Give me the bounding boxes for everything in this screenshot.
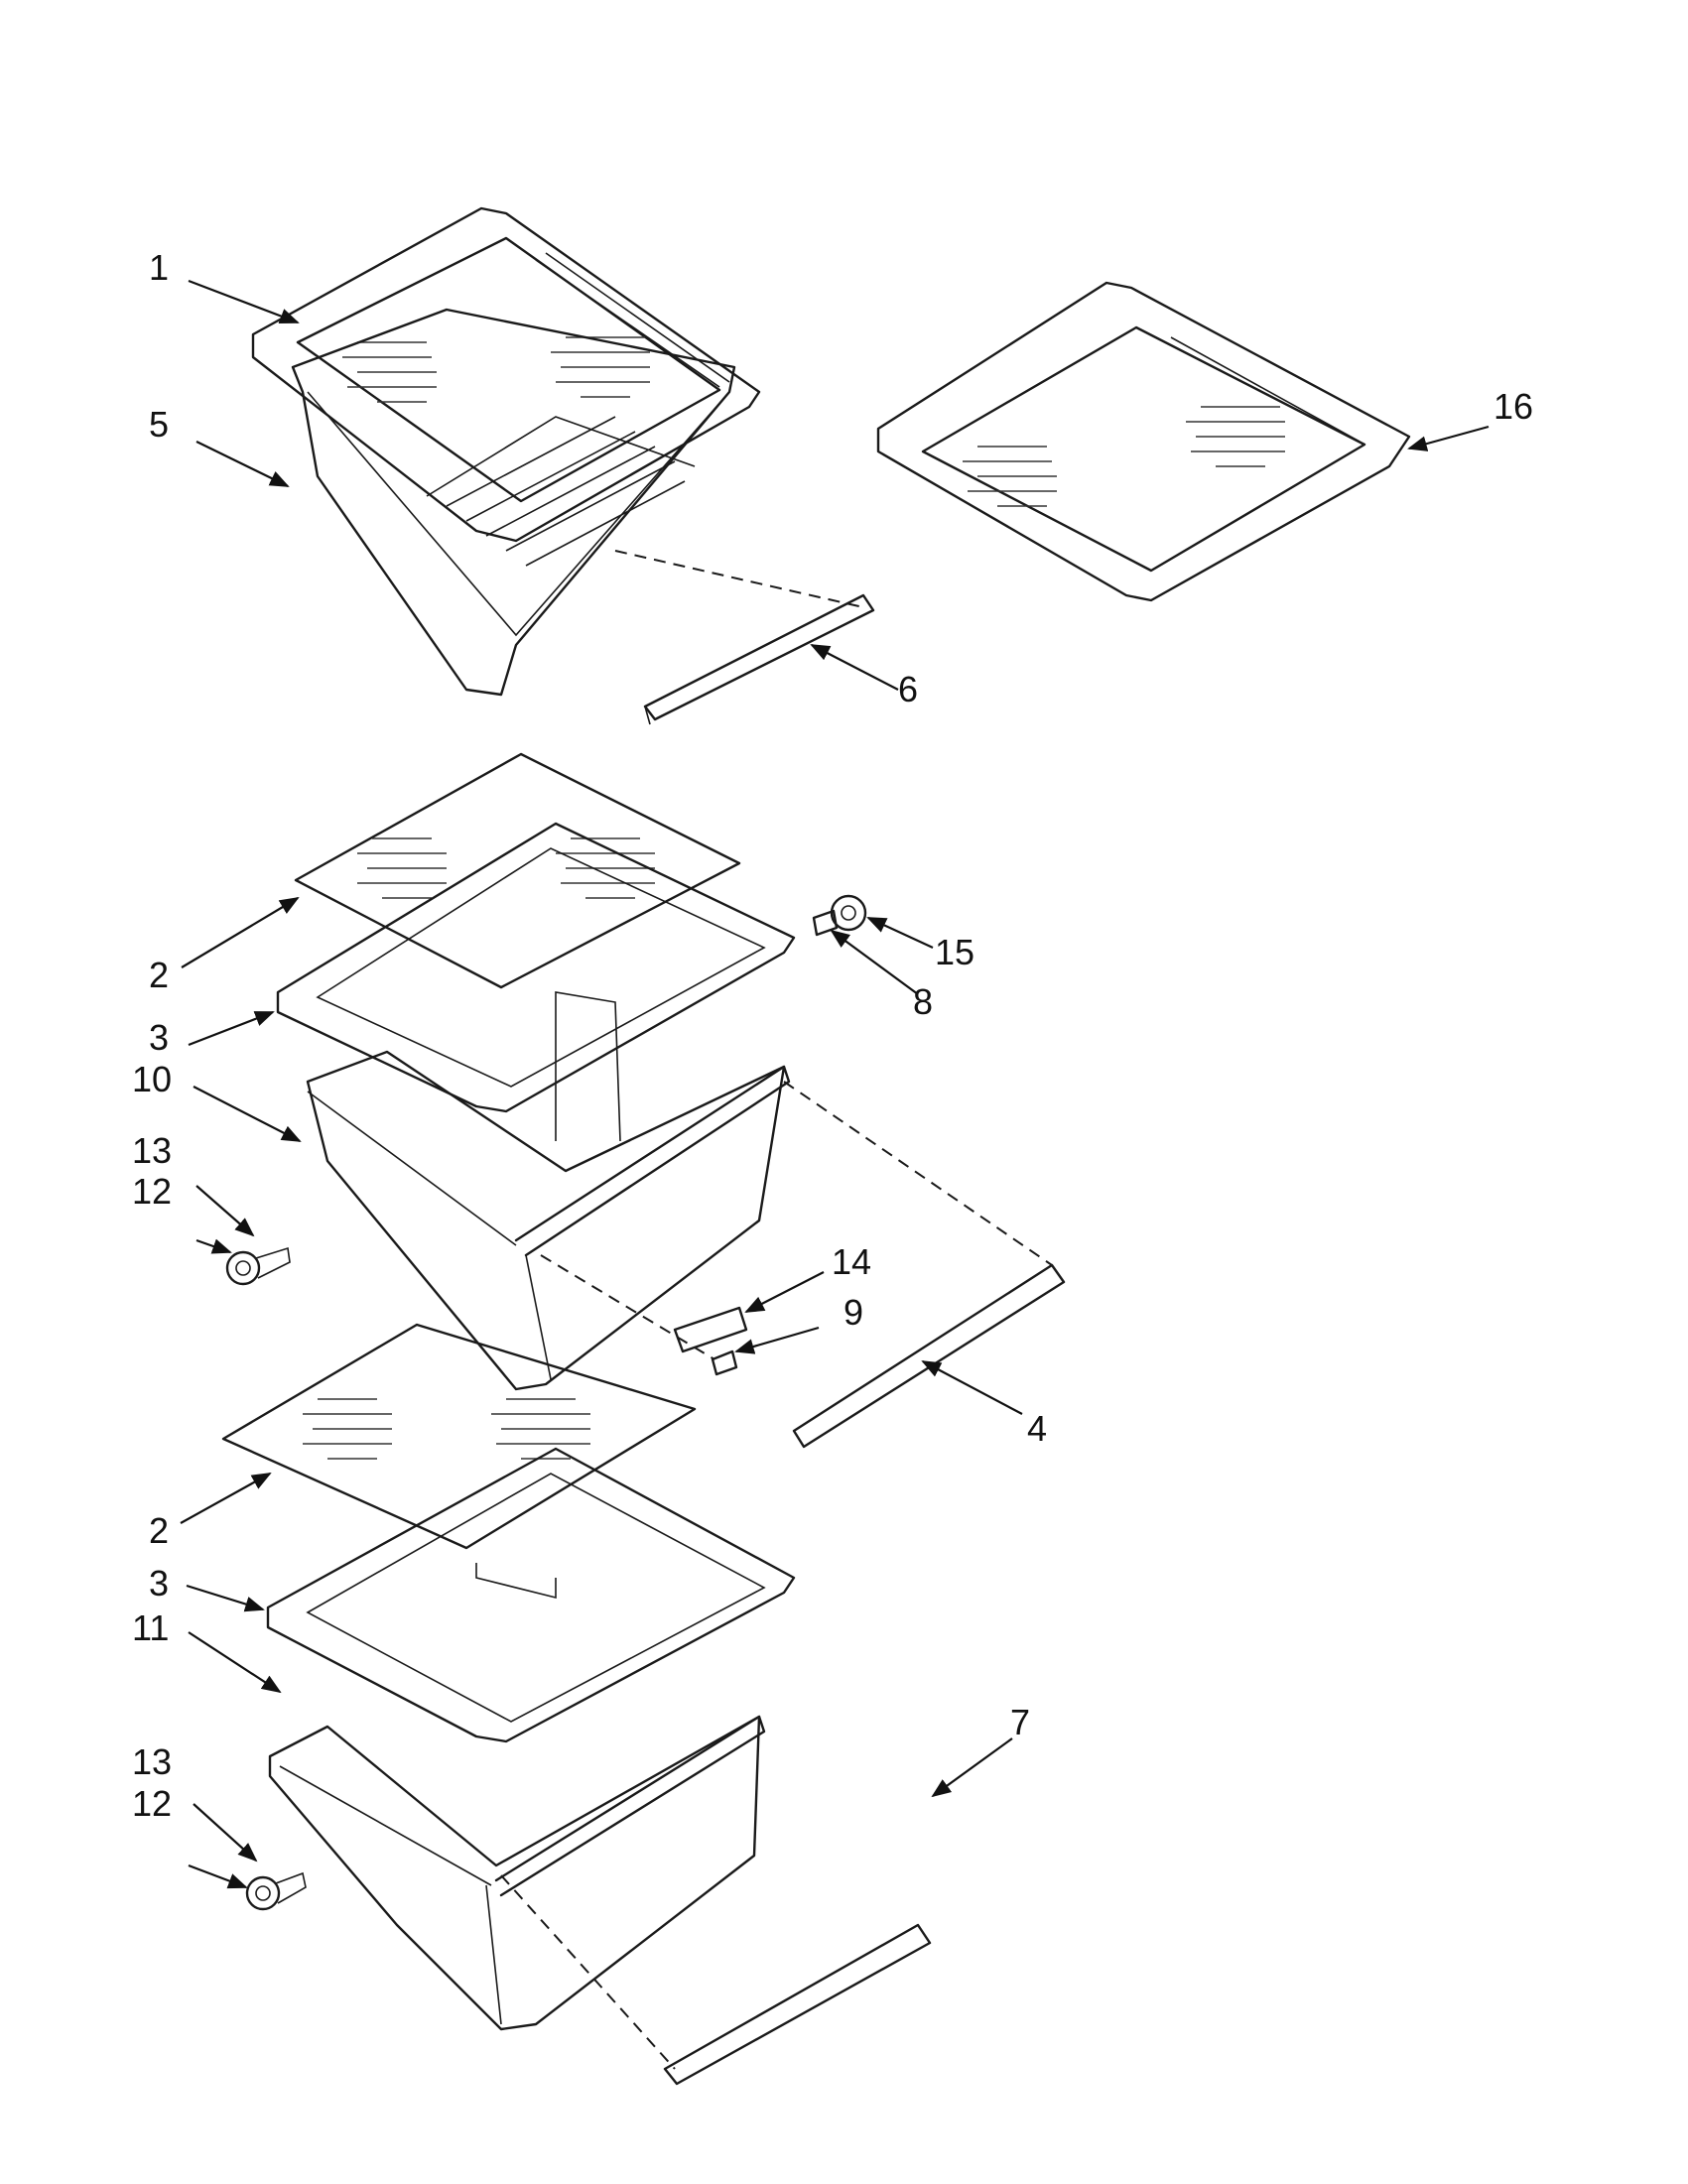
drawer-part-11 bbox=[268, 1563, 766, 2031]
callout-16: 16 bbox=[1493, 386, 1533, 427]
leader-2b bbox=[180, 1473, 272, 1524]
clip-part-9 bbox=[540, 1254, 738, 1376]
callout-4: 4 bbox=[1027, 1408, 1047, 1449]
leader-arrows bbox=[180, 279, 1490, 1889]
leader-8 bbox=[830, 929, 919, 995]
leader-6 bbox=[810, 644, 899, 691]
leader-11 bbox=[188, 1631, 282, 1694]
leader-3b bbox=[186, 1584, 265, 1612]
crisper-frame-part-3-upper bbox=[276, 822, 796, 1113]
drawer-part-10 bbox=[306, 991, 791, 1391]
callout-13-lower: 13 bbox=[132, 1741, 172, 1782]
callout-labels: 1 5 6 16 2 3 10 13 12 15 8 14 9 4 2 3 11… bbox=[132, 247, 1533, 1824]
leader-2a bbox=[181, 896, 300, 968]
leader-10 bbox=[193, 1086, 302, 1142]
crisper-pan-part-5 bbox=[291, 308, 736, 697]
callout-3-lower: 3 bbox=[149, 1563, 169, 1604]
trim-part-6 bbox=[614, 550, 875, 725]
callout-12-lower: 12 bbox=[132, 1783, 172, 1824]
callout-15: 15 bbox=[935, 932, 974, 972]
leader-14 bbox=[744, 1271, 825, 1313]
leader-4 bbox=[921, 1360, 1023, 1415]
callout-6: 6 bbox=[898, 669, 918, 709]
leader-9 bbox=[734, 1326, 820, 1354]
leader-1 bbox=[188, 279, 300, 324]
callout-7: 7 bbox=[1010, 1702, 1030, 1742]
glass-panel-part-2-upper bbox=[294, 752, 741, 989]
leader-5 bbox=[195, 441, 290, 487]
bracket-part-14 bbox=[673, 1306, 748, 1353]
roller-part-12-lower bbox=[245, 1871, 307, 1911]
callout-13-upper: 13 bbox=[132, 1130, 172, 1171]
callout-12-upper: 12 bbox=[132, 1171, 172, 1212]
callout-2-lower: 2 bbox=[149, 1510, 169, 1551]
leader-16 bbox=[1407, 425, 1490, 451]
leader-13b bbox=[193, 1803, 258, 1863]
screw-part-8 bbox=[812, 909, 839, 937]
callout-1: 1 bbox=[149, 247, 169, 288]
leader-3a bbox=[188, 1010, 275, 1047]
callout-9: 9 bbox=[844, 1292, 863, 1333]
leader-13a bbox=[195, 1185, 255, 1237]
callout-8: 8 bbox=[913, 981, 933, 1022]
leader-12a bbox=[195, 1238, 232, 1254]
trim-part-7 bbox=[500, 1874, 932, 2086]
callout-3-upper: 3 bbox=[149, 1017, 169, 1058]
trim-part-4 bbox=[783, 1081, 1066, 1449]
leader-7 bbox=[931, 1737, 1013, 1798]
callout-5: 5 bbox=[149, 404, 169, 445]
leader-12b bbox=[188, 1863, 248, 1889]
callout-11: 11 bbox=[132, 1607, 169, 1648]
roller-part-12-upper bbox=[225, 1246, 291, 1286]
callout-2-upper: 2 bbox=[149, 955, 169, 995]
callout-14: 14 bbox=[832, 1241, 871, 1282]
glass-panel-part-2-lower bbox=[221, 1323, 697, 1550]
crisper-frame-part-3-lower bbox=[266, 1447, 796, 1743]
leader-15 bbox=[866, 917, 934, 949]
shelf-part-16 bbox=[876, 281, 1411, 602]
callout-10: 10 bbox=[132, 1059, 172, 1099]
